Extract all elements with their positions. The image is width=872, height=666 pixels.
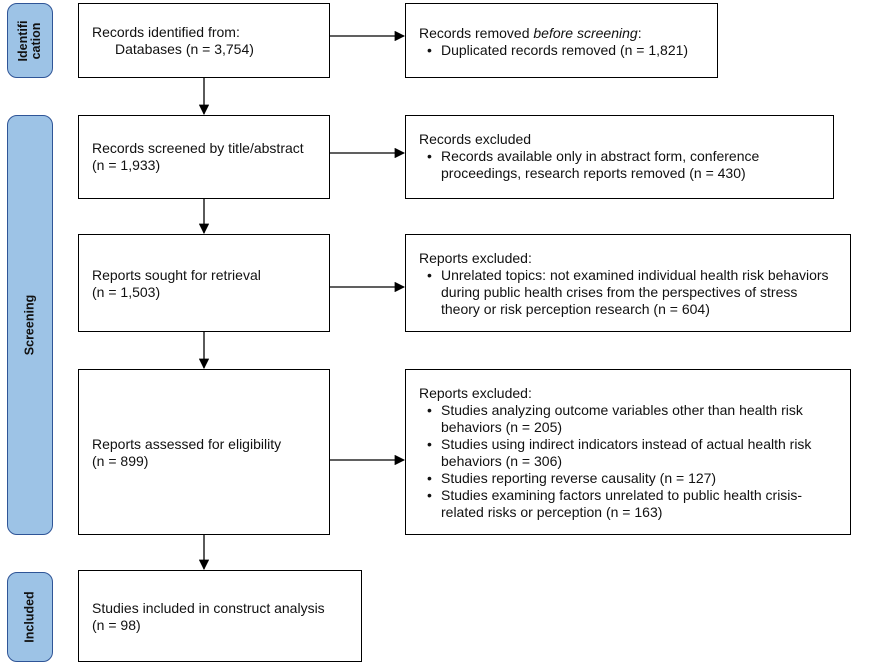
box-records-identified: Records identified from: Databases (n = …: [78, 3, 330, 78]
records-identified-line2: Databases (n = 3,754): [115, 41, 254, 57]
records-excluded-list: Records available only in abstract form,…: [419, 148, 819, 182]
removed-before-screening-title: Records removed before screening:: [419, 25, 642, 41]
box-records-excluded: Records excluded Records available only …: [405, 115, 834, 199]
box-reports-assessed: Reports assessed for eligibility (n = 89…: [78, 369, 330, 535]
list-item: Studies using indirect indicators instea…: [419, 436, 839, 470]
records-screened-line2: (n = 1,933): [92, 157, 161, 173]
reports-sought-line1: Reports sought for retrieval: [92, 267, 261, 283]
records-identified-line1: Records identified from:: [92, 24, 240, 40]
list-item: Records available only in abstract form,…: [419, 148, 819, 182]
reports-sought-line2: (n = 1,503): [92, 284, 161, 300]
records-excluded-title: Records excluded: [419, 131, 532, 147]
box-removed-before-screening: Records removed before screening: Duplic…: [405, 3, 718, 78]
studies-included-line1: Studies included in construct analysis: [92, 600, 325, 616]
phase-screening: Screening: [7, 115, 53, 535]
box-reports-excluded-topics: Reports excluded: Unrelated topics: not …: [405, 234, 851, 332]
list-item: Studies examining factors unrelated to p…: [419, 487, 839, 521]
phase-included-label: Included: [22, 591, 37, 643]
list-item: Unrelated topics: not examined individua…: [419, 267, 839, 318]
reports-excluded-topics-list: Unrelated topics: not examined individua…: [419, 267, 839, 318]
box-reports-excluded-eligibility: Reports excluded: Studies analyzing outc…: [405, 369, 851, 535]
reports-excluded-eligibility-list: Studies analyzing outcome variables othe…: [419, 402, 839, 521]
records-screened-line1: Records screened by title/abstract: [92, 140, 304, 156]
list-item: Studies reporting reverse causality (n =…: [419, 470, 839, 487]
studies-included-line2: (n = 98): [92, 617, 141, 633]
box-records-screened: Records screened by title/abstract (n = …: [78, 115, 330, 199]
reports-assessed-line2: (n = 899): [92, 453, 149, 469]
phase-identification: Identifi cation: [7, 3, 53, 78]
reports-excluded-eligibility-title: Reports excluded:: [419, 385, 532, 401]
removed-before-screening-list: Duplicated records removed (n = 1,821): [419, 42, 709, 59]
phase-included: Included: [7, 572, 53, 662]
box-studies-included: Studies included in construct analysis (…: [78, 570, 362, 662]
list-item: Duplicated records removed (n = 1,821): [419, 42, 709, 59]
list-item: Studies analyzing outcome variables othe…: [419, 402, 839, 436]
reports-assessed-line1: Reports assessed for eligibility: [92, 436, 282, 452]
reports-excluded-topics-title: Reports excluded:: [419, 250, 532, 266]
box-reports-sought: Reports sought for retrieval (n = 1,503): [78, 234, 330, 332]
phase-identification-label: Identifi cation: [16, 20, 43, 61]
phase-screening-label: Screening: [22, 294, 37, 356]
